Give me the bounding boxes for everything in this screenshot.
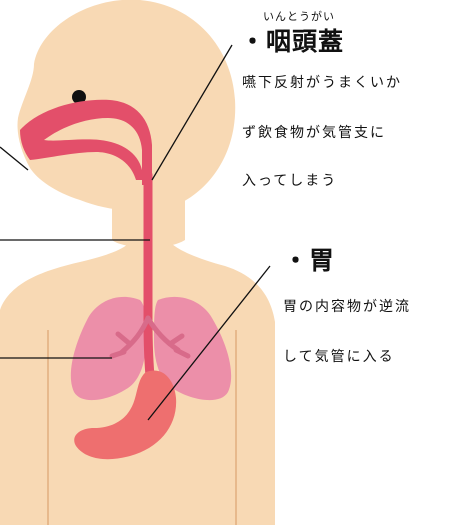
- esophagus-tube: [148, 175, 152, 395]
- torso: [0, 238, 275, 525]
- stomach-title: ・胃: [283, 241, 335, 277]
- epiglottis-desc-line-3: 入ってしまう: [242, 170, 337, 190]
- epiglottis-title: ・咽頭蓋: [240, 22, 344, 58]
- epiglottis-desc-line-2: ず飲食物が気管支に: [242, 122, 386, 142]
- stomach-desc-line-1: 胃の内容物が逆流: [283, 296, 411, 316]
- stomach-desc-line-2: して気管に入る: [283, 346, 395, 366]
- epiglottis-desc-line-1: 嚥下反射がうまくいか: [242, 72, 402, 92]
